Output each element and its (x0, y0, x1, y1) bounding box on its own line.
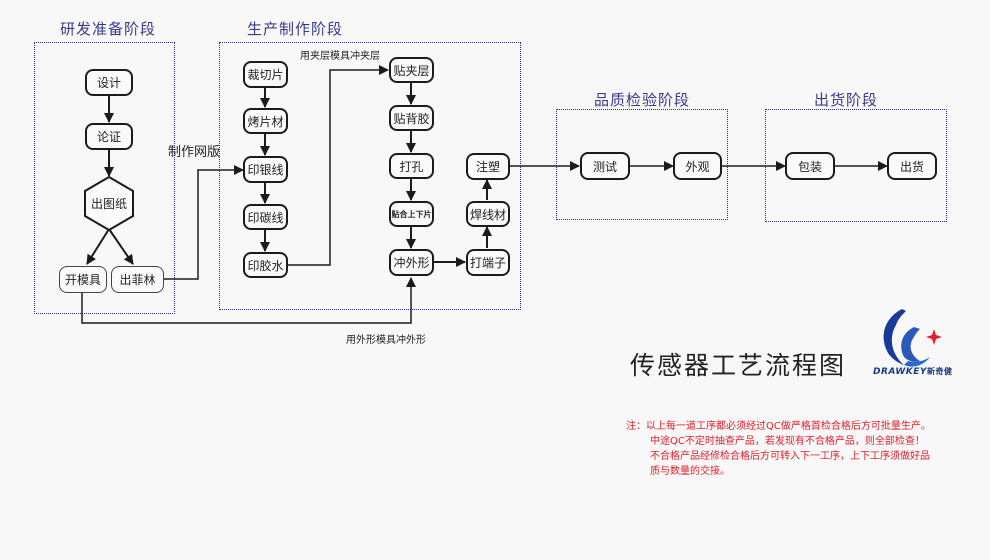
note-line-2: 中途QC不定时抽查产品，若发现有不合格产品，则全部检查！ (650, 436, 925, 447)
node-backglue[interactable]: 贴背胶 (389, 105, 434, 131)
drawkey-logo-icon (883, 309, 942, 367)
label-screen: 制作网版 (168, 145, 221, 160)
node-pack[interactable]: 包装 (785, 152, 835, 180)
note-line-3: 不合格产品经修检合格后方可转入下一工序，上下工序须做好品 (650, 451, 930, 462)
node-carbon[interactable]: 印碳线 (243, 204, 288, 230)
edge-drawing-film (108, 228, 134, 265)
edge-glue-spacer (288, 65, 389, 266)
drawing-hexagon (84, 175, 134, 232)
edge-drawing-mold (86, 228, 110, 265)
node-solder[interactable]: 焊线材 (466, 201, 510, 227)
node-drawing[interactable]: 出图纸 (90, 196, 127, 211)
note-line-4: 质与数量的交接。 (650, 466, 730, 477)
node-glue[interactable]: 印胶水 (243, 252, 288, 278)
label-spacer-mold: 用夹层模具冲夹层 (300, 51, 380, 62)
node-bake[interactable]: 烤片材 (243, 108, 288, 134)
stage-shipping-box (765, 109, 947, 222)
stage-qc-box (556, 109, 728, 220)
node-appearance[interactable]: 外观 (673, 152, 722, 180)
node-mold[interactable]: 开模具 (59, 266, 107, 293)
node-laminate[interactable]: 贴合上下片 (389, 201, 434, 227)
node-silver[interactable]: 印银线 (243, 156, 288, 183)
label-shape-mold: 用外形模具冲外形 (346, 335, 426, 346)
node-terminal[interactable]: 打端子 (466, 249, 510, 276)
node-cut[interactable]: 裁切片 (243, 61, 288, 88)
edge-film-silver (164, 165, 244, 280)
node-review[interactable]: 论证 (85, 123, 133, 150)
diagram-title: 传感器工艺流程图 (630, 351, 847, 380)
node-punch[interactable]: 打孔 (389, 153, 434, 179)
stage-production-title: 生产制作阶段 (247, 20, 344, 38)
node-film[interactable]: 出菲林 (111, 266, 164, 293)
stage-rd-box (34, 42, 175, 314)
node-test[interactable]: 测试 (580, 152, 630, 180)
node-ship[interactable]: 出货 (887, 152, 937, 180)
stage-production-box (219, 42, 521, 310)
note-line-1: 注：以上每一道工序都必须经过QC做严格首检合格后方可批量生产。 (626, 421, 931, 432)
stage-qc-title: 品质检验阶段 (594, 91, 691, 109)
process-note: 注：以上每一道工序都必须经过QC做严格首检合格后方可批量生产。 中途QC不定时抽… (626, 419, 931, 479)
node-spacer[interactable]: 贴夹层 (389, 57, 434, 83)
edge-mold-shape (81, 277, 416, 324)
logo-text: DRAWKEY新奇健 (873, 367, 953, 377)
node-shape[interactable]: 冲外形 (389, 249, 434, 276)
stage-rd-title: 研发准备阶段 (60, 20, 157, 38)
node-design[interactable]: 设计 (85, 69, 133, 96)
node-injection[interactable]: 注塑 (466, 153, 510, 180)
stage-shipping-title: 出货阶段 (814, 91, 879, 109)
